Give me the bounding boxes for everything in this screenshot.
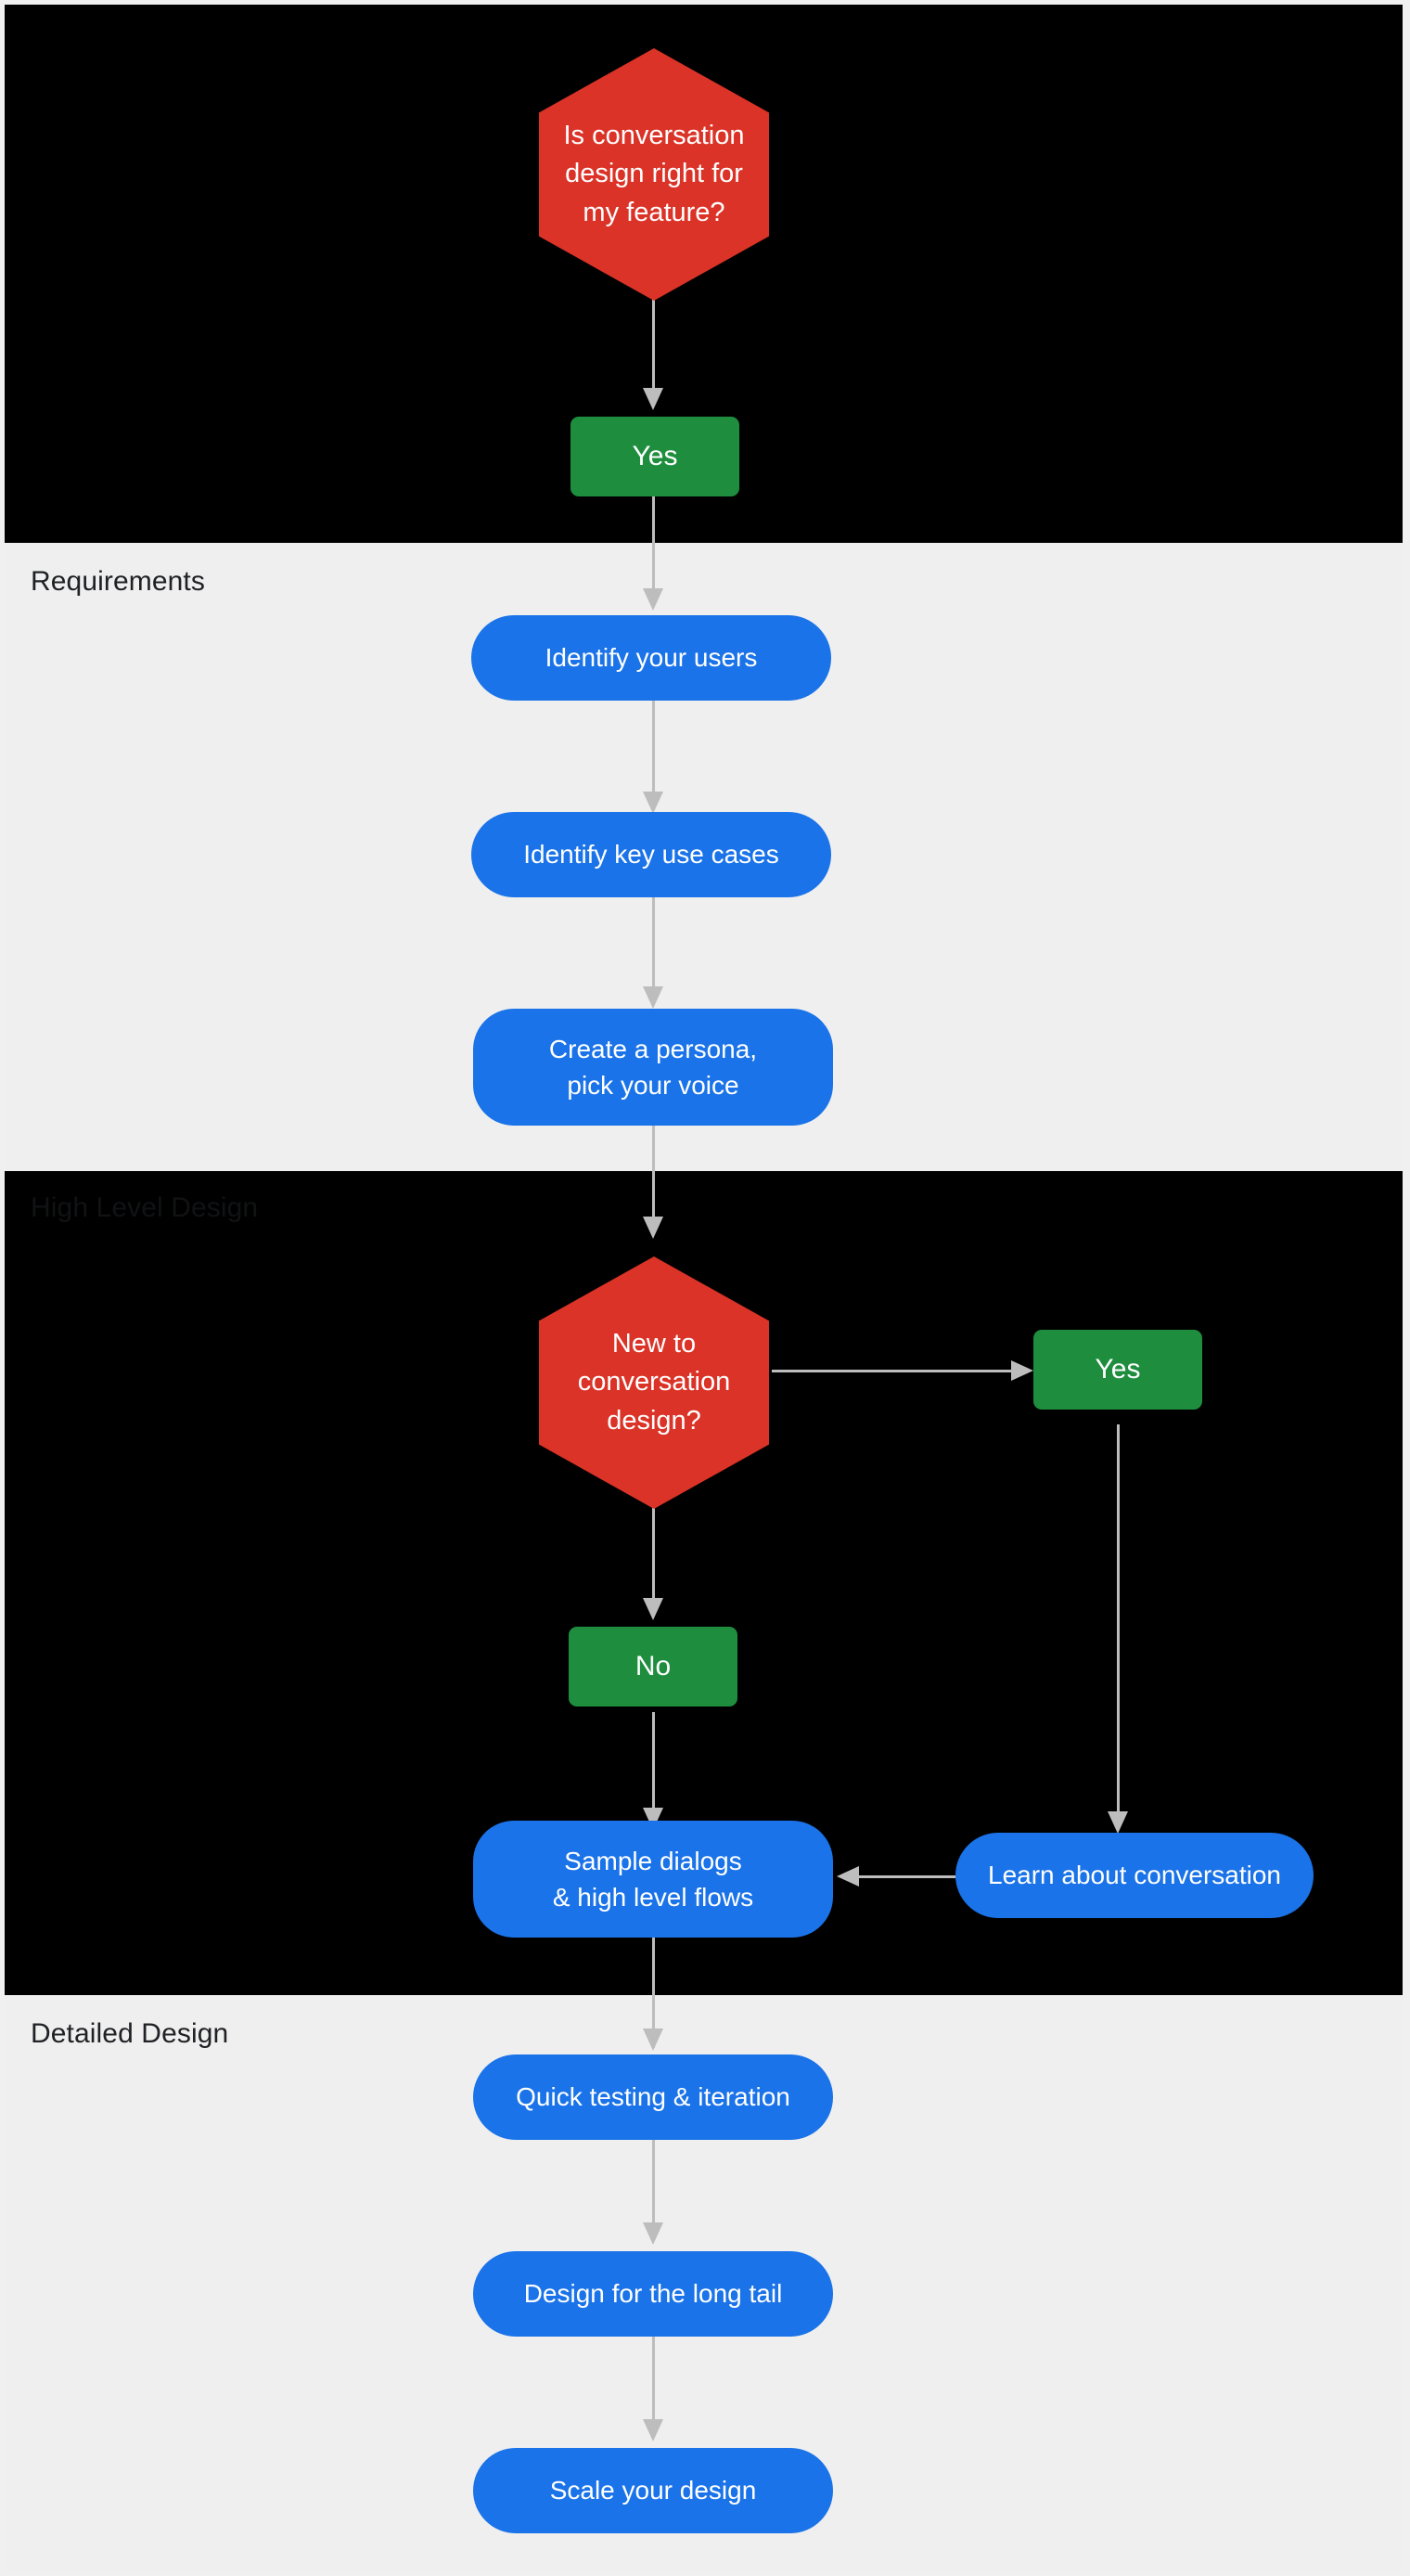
answer-node-yes-right[interactable]: Yes [1033,1330,1202,1410]
connector-no-to-dialogs [652,1712,655,1823]
connector-usecases-to-persona [652,897,655,999]
connector-decision2-to-no [652,1508,655,1610]
arrowhead-decision2-to-yes2 [1011,1360,1033,1381]
section-title-requirements: Requirements [31,566,205,597]
answer-node-yes-top[interactable]: Yes [570,417,739,496]
node-label: New to conversation design? [577,1329,731,1436]
connector-longtail-to-scale [652,2329,655,2431]
step-node-learn-about-conversation[interactable]: Learn about conversation [955,1833,1314,1918]
node-label: Identify your users [545,643,758,673]
node-label: Quick testing & iteration [516,2082,790,2112]
node-label: No [634,1651,672,1681]
connector-decision1-to-yes1 [652,297,655,399]
connector-testing-to-longtail [652,2132,655,2235]
answer-node-no[interactable]: No [569,1627,737,1707]
section-title-high-level-design: High Level Design [31,1192,259,1223]
step-node-create-persona-pick-voice[interactable]: Create a persona, pick your voice [473,1009,833,1126]
connector-persona-to-decision2 [652,1126,655,1232]
arrowhead-decision2-to-no [643,1598,663,1620]
connector-yes2-to-learn [1117,1424,1120,1823]
arrowhead-yes2-to-learn [1108,1811,1128,1834]
section-title-detailed-design: Detailed Design [31,2018,229,2049]
arrowhead-testing-to-longtail [643,2222,663,2245]
arrowhead-longtail-to-scale [643,2419,663,2441]
node-label: Design for the long tail [523,2279,783,2309]
node-label: Is conversation design right for my feat… [563,121,745,227]
step-node-identify-your-users[interactable]: Identify your users [471,615,831,701]
connector-yes1-to-users [652,496,655,603]
step-node-scale-your-design[interactable]: Scale your design [473,2448,833,2533]
connector-learn-to-dialogs [858,1875,956,1878]
step-node-quick-testing-iteration[interactable]: Quick testing & iteration [473,2054,833,2140]
node-label: Yes [1095,1354,1141,1385]
arrowhead-learn-to-dialogs [837,1866,859,1887]
arrowhead-usecases-to-persona [643,986,663,1009]
step-node-design-for-long-tail[interactable]: Design for the long tail [473,2251,833,2337]
arrowhead-persona-to-decision2 [643,1217,663,1239]
arrowhead-users-to-usecases [643,792,663,814]
connector-dialogs-to-testing [652,1932,655,2048]
step-node-identify-key-use-cases[interactable]: Identify key use cases [471,812,831,897]
connector-users-to-usecases [652,701,655,807]
arrowhead-decision1-to-yes1 [643,388,663,410]
node-label: Scale your design [549,2476,757,2505]
node-label: Learn about conversation [988,1861,1281,1890]
connector-decision2-to-yes2 [772,1370,1018,1372]
node-label: Create a persona, pick your voice [548,1034,758,1100]
node-label: Yes [632,441,678,471]
step-node-sample-dialogs-high-level-flows[interactable]: Sample dialogs & high level flows [473,1821,833,1938]
arrowhead-yes1-to-users [643,588,663,611]
node-label: Identify key use cases [523,840,779,869]
arrowhead-dialogs-to-testing [643,2029,663,2051]
node-label: Sample dialogs & high level flows [552,1846,754,1912]
